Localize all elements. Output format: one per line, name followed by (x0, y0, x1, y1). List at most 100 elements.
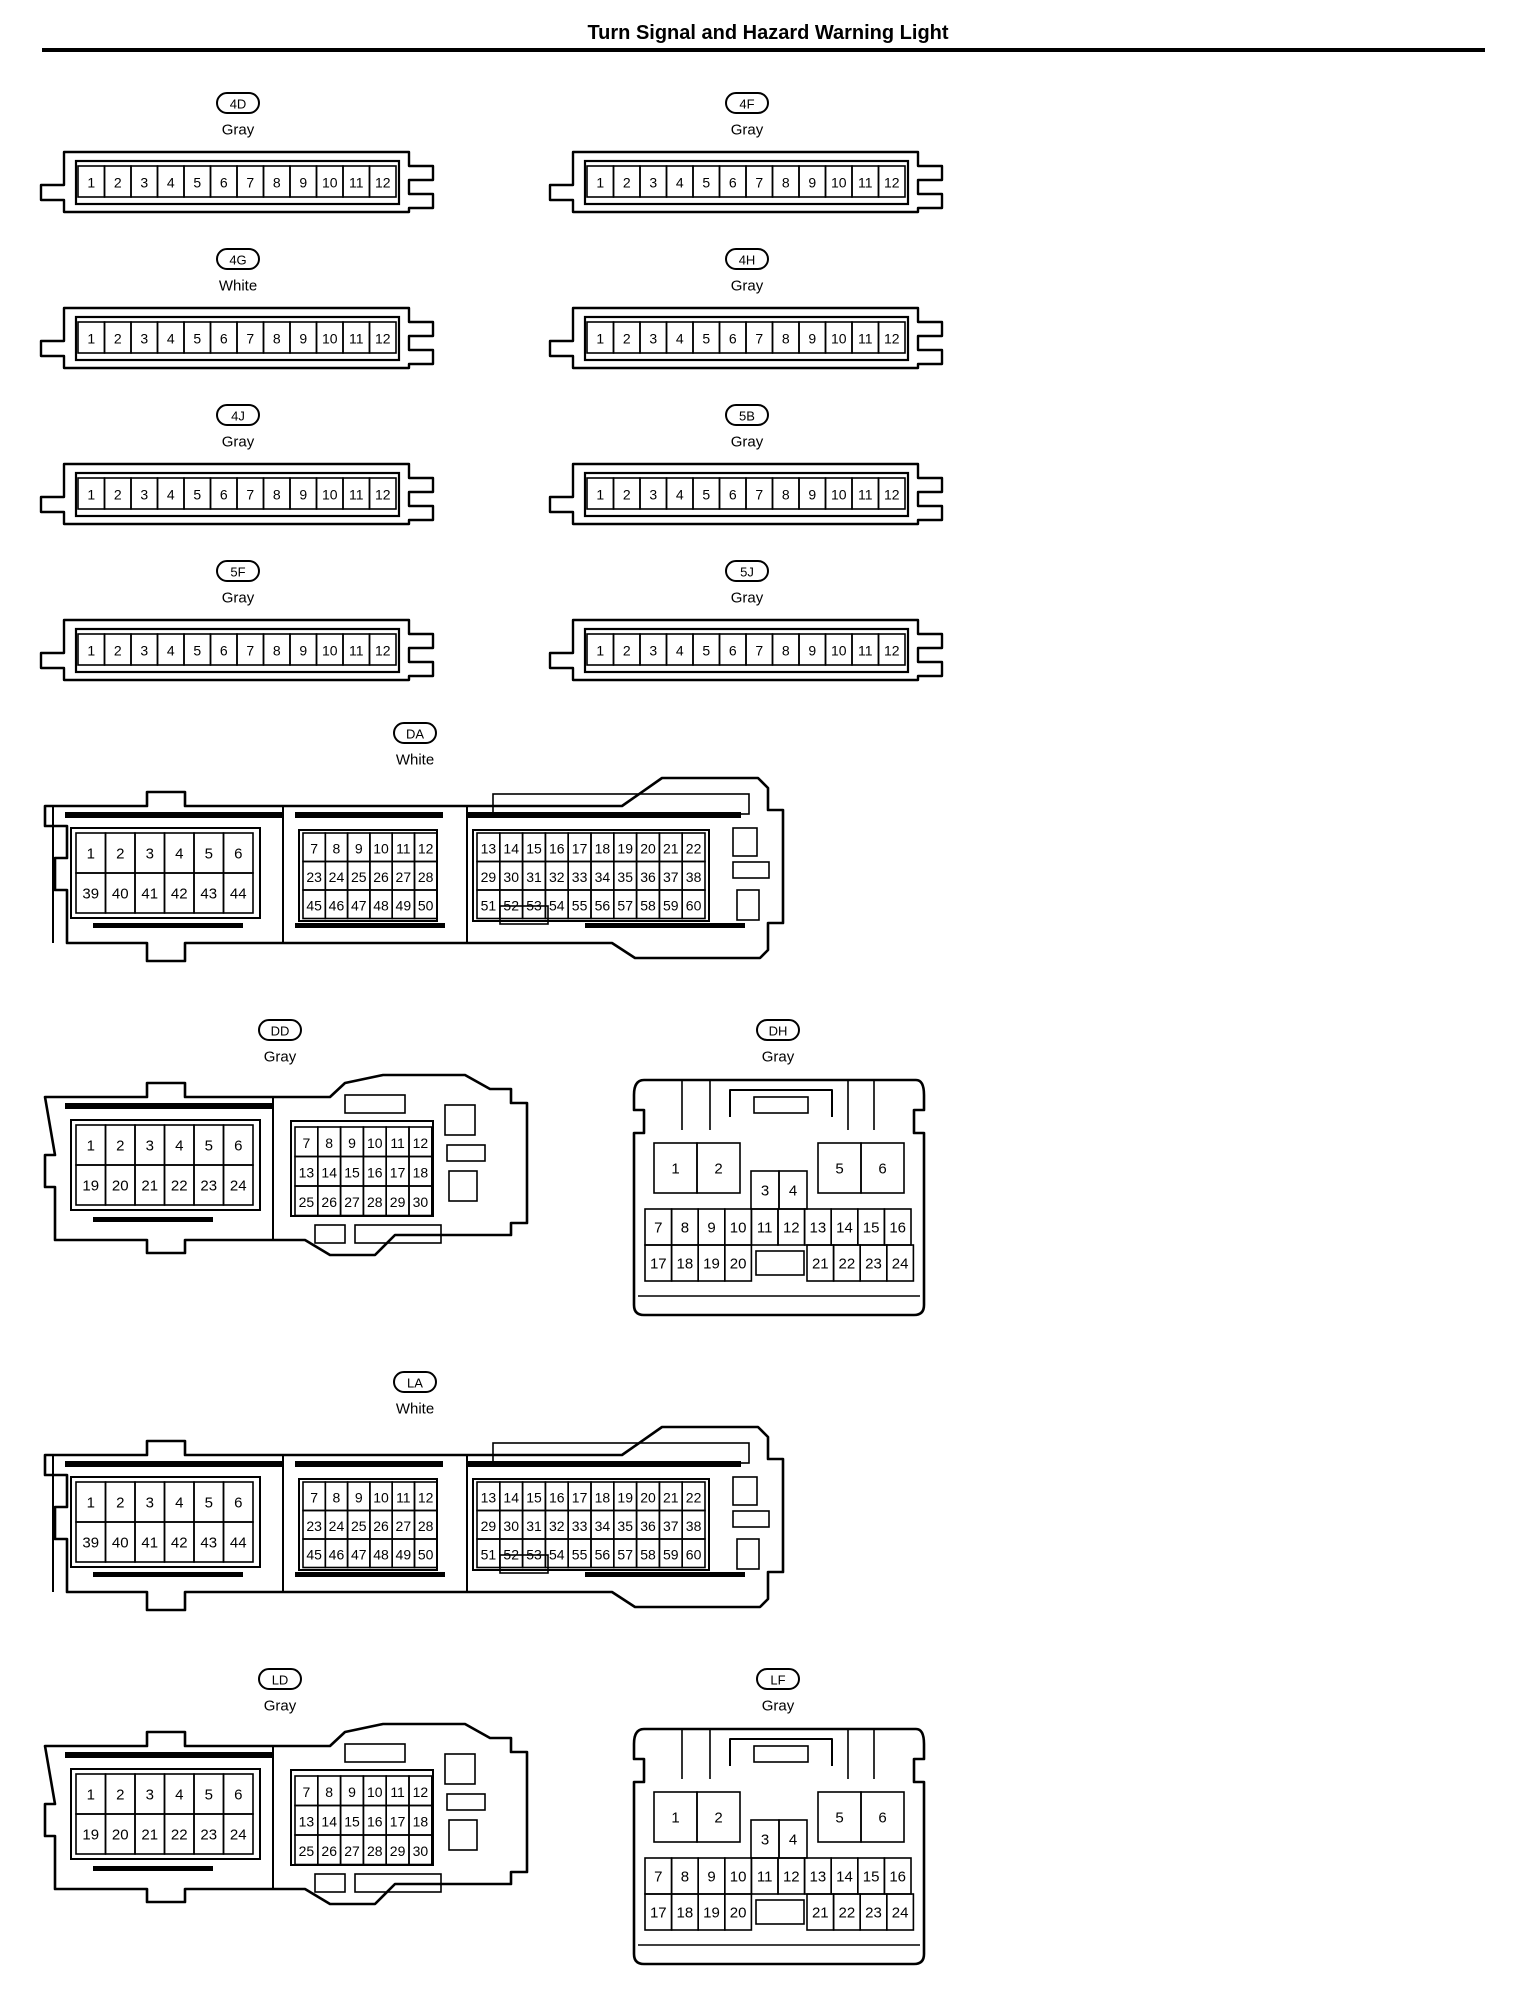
latch (729, 1089, 833, 1117)
pin-number: 3 (146, 846, 154, 863)
cavity-frame (472, 829, 710, 922)
pin-20: 20 (635, 1481, 661, 1512)
pin-number: 13 (481, 840, 497, 856)
pin-4: 4 (163, 1124, 195, 1166)
pin-32: 32 (544, 1509, 570, 1540)
pin-18: 18 (670, 1893, 699, 1931)
cavity-frame (472, 1478, 710, 1571)
pin-number: 28 (367, 1194, 383, 1210)
pin-5: 5 (183, 321, 212, 354)
connector-badge: 5F (216, 560, 260, 582)
housing-bar (295, 1572, 445, 1577)
pin-1: 1 (586, 477, 615, 510)
pin-7: 7 (236, 633, 265, 666)
pin-21: 21 (806, 1893, 835, 1931)
pin-18: 18 (408, 1155, 433, 1187)
pin-frame (74, 627, 401, 674)
pin-number: 2 (116, 846, 124, 863)
connector-color: Gray (731, 590, 764, 607)
pin-number: 25 (351, 869, 367, 885)
pin-number: 4 (789, 1832, 797, 1849)
pin-4: 4 (665, 477, 694, 510)
pin-7: 7 (745, 165, 774, 198)
pin-number: 7 (755, 331, 763, 347)
pin-number: 29 (390, 1843, 406, 1859)
pin-number: 19 (617, 1489, 633, 1505)
pin-1: 1 (77, 165, 106, 198)
pin-number: 26 (321, 1843, 337, 1859)
pin-45: 45 (302, 889, 327, 920)
pin-number: 29 (481, 869, 497, 885)
lock-tab (444, 1104, 476, 1136)
pin-number: 56 (595, 1546, 611, 1562)
pin-20: 20 (635, 832, 661, 863)
pin-31: 31 (521, 860, 547, 891)
pin-8: 8 (771, 165, 800, 198)
pin-4: 4 (163, 1481, 195, 1523)
pin-19: 19 (75, 1813, 107, 1855)
pin-number: 42 (171, 886, 188, 903)
pin-number: 3 (761, 1832, 769, 1849)
pin-number: 30 (413, 1194, 429, 1210)
pin-number: 21 (141, 1827, 158, 1844)
pin-number: 1 (596, 175, 604, 191)
pin-number: 10 (322, 175, 338, 191)
pin-8: 8 (262, 477, 291, 510)
pin-7: 7 (644, 1208, 673, 1246)
pin-8: 8 (670, 1857, 699, 1895)
pin-3: 3 (130, 165, 159, 198)
pin-number: 2 (114, 331, 122, 347)
pin-number: 8 (681, 1220, 689, 1237)
connector-badge: 4D (216, 92, 260, 114)
pin-22: 22 (163, 1813, 195, 1855)
pin-number: 31 (526, 1518, 542, 1534)
pin-59: 59 (658, 889, 684, 920)
lock-tab (732, 1510, 770, 1528)
connector-id: LA (407, 1376, 423, 1391)
latch-slot (354, 1873, 442, 1893)
connector-badge: LF (756, 1668, 800, 1690)
pin-number: 41 (141, 886, 158, 903)
pin-number: 30 (503, 869, 519, 885)
pin-number: 4 (175, 1787, 183, 1804)
pin-number: 20 (112, 1827, 129, 1844)
pin-frame (74, 315, 401, 362)
pin-9: 9 (697, 1208, 726, 1246)
pin-9: 9 (697, 1857, 726, 1895)
pin-number: 13 (810, 1869, 827, 1886)
pin-21: 21 (806, 1244, 835, 1282)
pin-55: 55 (567, 1538, 592, 1569)
pin-number: 9 (808, 175, 816, 191)
pin-number: 22 (839, 1256, 856, 1273)
pin-9: 9 (289, 321, 318, 354)
pin-13: 13 (476, 1481, 501, 1512)
pin-number: 49 (396, 1546, 412, 1562)
pin-number: 40 (112, 886, 129, 903)
pin-3: 3 (639, 321, 668, 354)
pin-number: 1 (87, 1138, 95, 1155)
pin-1: 1 (653, 1142, 698, 1194)
pin-25: 25 (346, 1509, 371, 1540)
pin-number: 29 (390, 1194, 406, 1210)
pin-4: 4 (156, 165, 185, 198)
pin-10: 10 (824, 321, 853, 354)
connector-color: Gray (731, 278, 764, 295)
pin-28: 28 (413, 1509, 438, 1540)
pin-3: 3 (639, 477, 668, 510)
pin-27: 27 (339, 1834, 365, 1866)
pin-28: 28 (362, 1834, 387, 1866)
pin-27: 27 (339, 1185, 365, 1217)
pin-17: 17 (385, 1804, 410, 1836)
pin-12: 12 (368, 321, 397, 354)
pin-24: 24 (885, 1893, 915, 1931)
housing-outline (632, 1727, 926, 1966)
pin-number: 1 (596, 331, 604, 347)
pin-number: 11 (396, 1489, 411, 1505)
pin-number: 20 (112, 1178, 129, 1195)
pin-number: 55 (572, 1546, 588, 1562)
pin-number: 8 (782, 331, 790, 347)
pin-cell (222, 1813, 254, 1855)
pin-19: 19 (75, 1164, 107, 1206)
pin-cell (681, 889, 706, 920)
